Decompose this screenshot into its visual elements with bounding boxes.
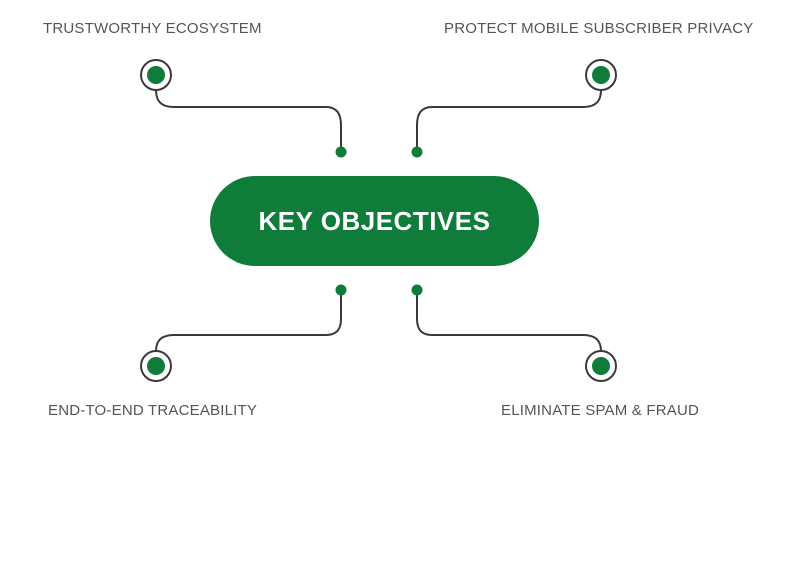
objective-label-bottom-right: ELIMINATE SPAM & FRAUD [501,402,700,419]
node-bottom-right-dot [592,357,610,375]
connector-top-left [155,89,342,148]
objective-label-top-right: PROTECT MOBILE SUBSCRIBER PRIVACY [444,20,754,37]
connector-top-right [416,89,602,148]
key-objectives-pill: KEY OBJECTIVES [210,176,539,266]
anchor-top-right [411,146,423,158]
objective-label-bottom-left: END-TO-END TRACEABILITY [48,402,258,419]
anchor-top-left [335,146,347,158]
connector-bottom-right [416,294,602,352]
connector-bottom-left [155,294,342,352]
anchor-bottom-right [411,284,423,296]
key-objectives-title: KEY OBJECTIVES [258,205,491,236]
node-top-right-dot [592,66,610,84]
objective-label-top-left: TRUSTWORTHY ECOSYSTEM [43,20,262,37]
node-top-left-dot [147,66,165,84]
node-bottom-left-dot [147,357,165,375]
anchor-bottom-left [335,284,347,296]
